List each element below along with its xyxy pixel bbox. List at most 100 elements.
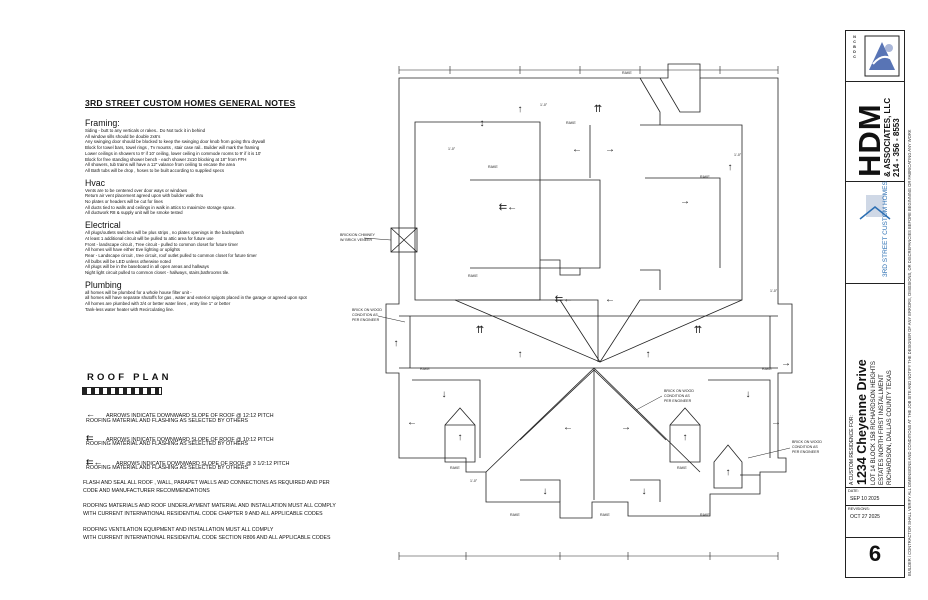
note-line: All plugs will be in the baseboard in al… xyxy=(85,264,209,270)
builder-logo-text: 3RD STREET CUSTOM HOMES xyxy=(882,181,889,277)
chimney-label-2: W/ BRICK VENEER xyxy=(340,238,373,242)
rake-label: RAKE xyxy=(566,121,576,125)
rake-label: RAKE xyxy=(700,513,710,517)
note-line: All showers, tub trains will have a 12" … xyxy=(85,162,235,168)
roof-perimeter xyxy=(385,63,793,519)
rake-label: RAKE xyxy=(762,367,772,371)
divider xyxy=(846,505,904,506)
notes-section-heading: Framing: xyxy=(85,118,120,128)
rake-label: RAKE xyxy=(700,175,710,179)
legend-sub: ROOFING MATERIAL AND FLASHING AS SELECTE… xyxy=(86,441,249,447)
disclaimer-strip: BUILDER / CONTRACTOR SHALL VERIFY ALL DI… xyxy=(906,30,918,576)
note-line: Vents are to be centered over door ways … xyxy=(85,187,188,193)
slope-arrow-icon: ↓ xyxy=(746,389,751,400)
sheet-number: 6 xyxy=(868,541,882,566)
date-value: SEP 10 2025 xyxy=(850,496,880,502)
ncbdc-letter: N xyxy=(853,35,856,39)
slope-arrow-icon: → xyxy=(771,417,781,428)
dormer-left xyxy=(444,407,476,463)
dim-label: 1'-0" xyxy=(470,479,478,483)
slope-arrow-icon: ↑ xyxy=(458,432,463,443)
rake-label: RAKE xyxy=(510,513,520,517)
note-line: Night light circuit pulled to common clo… xyxy=(85,270,230,276)
notes-section-heading: Hvac xyxy=(85,177,106,188)
slope-arrow-icon: ↓ xyxy=(543,486,548,497)
slope-arrow-icon: ← xyxy=(572,144,582,155)
rake-label: RAKE xyxy=(468,274,478,278)
slope-arrow-icon: ↑ xyxy=(683,432,688,443)
general-notes: 3RD STREET CUSTOM HOMES GENERAL NOTES Fr… xyxy=(83,98,383,313)
notes-section-heading: Plumbing xyxy=(85,279,122,290)
slope-arrow-icon: ↑ xyxy=(394,338,399,349)
slope-arrow-icon: ↑ xyxy=(728,162,733,173)
legal-line-2: ESTATES NORTH FIRST INSTALLMENT xyxy=(879,374,885,485)
brick-left-1: BRICK ON WOOD xyxy=(352,308,382,312)
brick-right-1: BRICK ON WOOD xyxy=(792,440,822,444)
project-name: 1234 Cheyenne Drive xyxy=(855,359,869,485)
note-line: Front - landscape circuit , Tree circuit… xyxy=(85,241,238,247)
divider xyxy=(846,181,904,182)
slope-arrow-icon: ← xyxy=(563,422,573,433)
date-label: DATE: xyxy=(848,489,859,493)
divider xyxy=(846,537,904,538)
note-line: CODE AND MANUFACTURER RECOMMENDATIONS xyxy=(83,488,210,494)
roof-general-note-3: ROOFING VENTILATION EQUIPMENT AND INSTAL… xyxy=(83,526,330,542)
notes-section-lines: All plugs/outlets switches will be plus … xyxy=(85,230,383,276)
chimney-label-1: BRICK/ON CHIMNEY xyxy=(340,233,376,237)
firm-subtitle: & ASSOCIATES, LLC xyxy=(883,97,892,177)
roof-plan-title: ROOF PLAN xyxy=(87,372,172,383)
note-line: All ducts tied to walls and ceilings in … xyxy=(85,204,236,210)
note-line: ROOFING VENTILATION EQUIPMENT AND INSTAL… xyxy=(83,527,274,533)
note-line: All window sills should be double 2x6's xyxy=(85,133,161,139)
divider xyxy=(846,81,904,82)
divider xyxy=(846,283,904,284)
note-line: Block for towel bars, towel rings , Tv m… xyxy=(85,145,260,151)
ncbdc-letter: D xyxy=(853,50,856,54)
note-line: all homes will be plumbed for a whole ho… xyxy=(85,289,192,295)
slope-arrow-icon: ↑ xyxy=(726,467,731,478)
note-line: WITH CURRENT INTERNATIONAL RESIDENTIAL C… xyxy=(83,511,323,517)
legend-item-3-5-12: ⇇←ARROWS INDICATE DOWNWARD SLOPE OF ROOF… xyxy=(86,452,289,470)
slope-arrow-icon: ↑ xyxy=(518,349,523,360)
note-line: Tank-less water heater with Recirculatin… xyxy=(85,306,175,312)
note-line: All Bath tubs will be drop , hoses to be… xyxy=(85,167,225,173)
slope-arrow-icon: ⇈ xyxy=(694,325,702,336)
brick-center-3: PER ENGINEER xyxy=(664,399,692,403)
note-line: At least 1 additional circuit will be pu… xyxy=(85,235,214,241)
dim-label: 1'-0" xyxy=(540,103,548,107)
note-line: FLASH AND SEAL ALL ROOF , WALL, PARAPET … xyxy=(83,480,330,486)
slope-arrow-icon: ↑ xyxy=(646,349,651,360)
note-line: all homes will have separate shutoffs fo… xyxy=(85,295,307,301)
main-hip xyxy=(485,367,701,473)
slope-arrow-icon: → xyxy=(605,144,615,155)
brick-right-3: PER ENGINEER xyxy=(792,450,820,454)
note-line: Any swinging door should be blocked to k… xyxy=(85,139,266,145)
slope-arrow-icon: ↕ xyxy=(480,118,485,129)
rake-label: RAKE xyxy=(600,513,610,517)
slope-arrow-icon: ← xyxy=(407,417,417,428)
legend-sub: ROOFING MATERIAL AND FLASHING AS SELECTE… xyxy=(86,465,249,471)
slope-arrow-icon: ↓ xyxy=(642,486,647,497)
dim-label: 1'-0" xyxy=(448,147,456,151)
ncbdc-letter: C xyxy=(853,55,856,59)
slope-arrow-icon: ↓ xyxy=(442,389,447,400)
legend-item-10-12: ⇇ ARROWS INDICATE DOWNWARD SLOPE OF ROOF … xyxy=(86,428,274,446)
notes-section-lines: all homes will be plumbed for a whole ho… xyxy=(85,290,383,313)
note-line: All homes are plumbed with 3/4 or better… xyxy=(85,301,231,307)
note-line: Siding - butt to any verticals or rakes.… xyxy=(85,128,206,133)
note-line: All bulbs will be LED unless otherwise n… xyxy=(85,258,171,264)
brick-left-2: CONDITION AS xyxy=(352,313,378,317)
divider xyxy=(846,487,904,488)
rake-label: RAKE xyxy=(450,466,460,470)
notes-sections: Framing:Siding - butt to any verticals o… xyxy=(83,118,383,313)
builder-logo-icon xyxy=(859,195,891,220)
slope-arrow-icon: ↑ xyxy=(518,104,523,115)
firm-phone: 214 - 356 - 8553 xyxy=(892,118,901,177)
note-line: All homes will have either Eve lighting … xyxy=(85,247,180,253)
general-notes-title: 3RD STREET CUSTOM HOMES GENERAL NOTES xyxy=(85,98,296,108)
legend-text: ARROWS INDICATE DOWNWARD SLOPE OF ROOF @… xyxy=(106,437,274,443)
slope-arrow-icon: → xyxy=(621,422,631,433)
double-arrow-icon: ⇇ xyxy=(86,433,94,443)
note-line: Rear - Landscape circuit , tree circuit,… xyxy=(85,252,257,258)
